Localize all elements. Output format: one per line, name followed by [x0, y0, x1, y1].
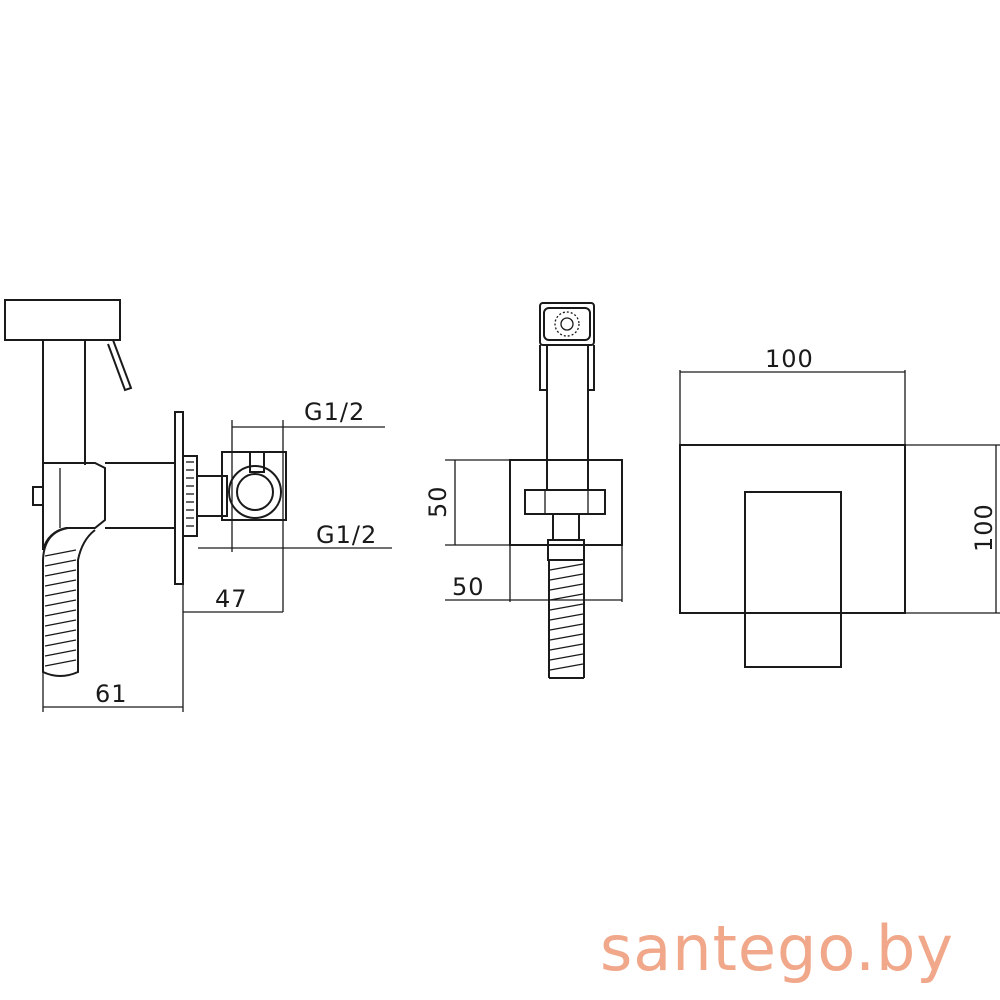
front-wall-plate [509, 459, 623, 546]
dim-mid-w-label: 50 [452, 573, 485, 601]
dim-g-top-label: G1/2 [304, 398, 365, 426]
fitting-flange [182, 455, 198, 537]
wall-plate [174, 411, 184, 585]
dim-right-h-label: 100 [970, 503, 998, 552]
hose-coils [44, 549, 77, 667]
dim-right-w-label: 100 [765, 345, 814, 373]
front-hose-coils [549, 563, 584, 671]
dim-mid-h-label: 50 [424, 485, 452, 518]
site-watermark: santego.by [600, 912, 954, 985]
valve-outlet-outer [228, 465, 282, 519]
holder-button [32, 486, 44, 506]
handle-lever [744, 491, 842, 668]
dim-61-label: 61 [95, 680, 128, 708]
hose-outline [42, 527, 96, 677]
spray-nozzle-outer [554, 311, 580, 337]
sprayer-head [4, 299, 121, 341]
front-hose-nut [547, 539, 585, 561]
valve-outlet-inner [236, 473, 274, 511]
plate-view: 100 100 [679, 345, 1000, 668]
front-handle-left [539, 345, 548, 391]
side-view: G1/2 G1/2 47 61 [4, 299, 392, 712]
front-view: 50 50 [424, 302, 623, 679]
front-sprayer-head [539, 302, 595, 346]
front-holder [524, 489, 606, 515]
fitting-thread [186, 461, 194, 527]
spray-nozzle-inner [560, 317, 574, 331]
front-hose-connector [552, 513, 580, 541]
dim-47-label: 47 [215, 585, 248, 613]
sprayer-trigger [107, 300, 133, 392]
front-sprayer-face [543, 307, 591, 341]
dim-g-bottom-label: G1/2 [316, 521, 377, 549]
square-wall-plate [679, 444, 906, 614]
holder-body [42, 462, 106, 551]
fitting-stem [196, 475, 228, 517]
front-handle-right [587, 345, 595, 391]
valve-slot [249, 451, 265, 473]
